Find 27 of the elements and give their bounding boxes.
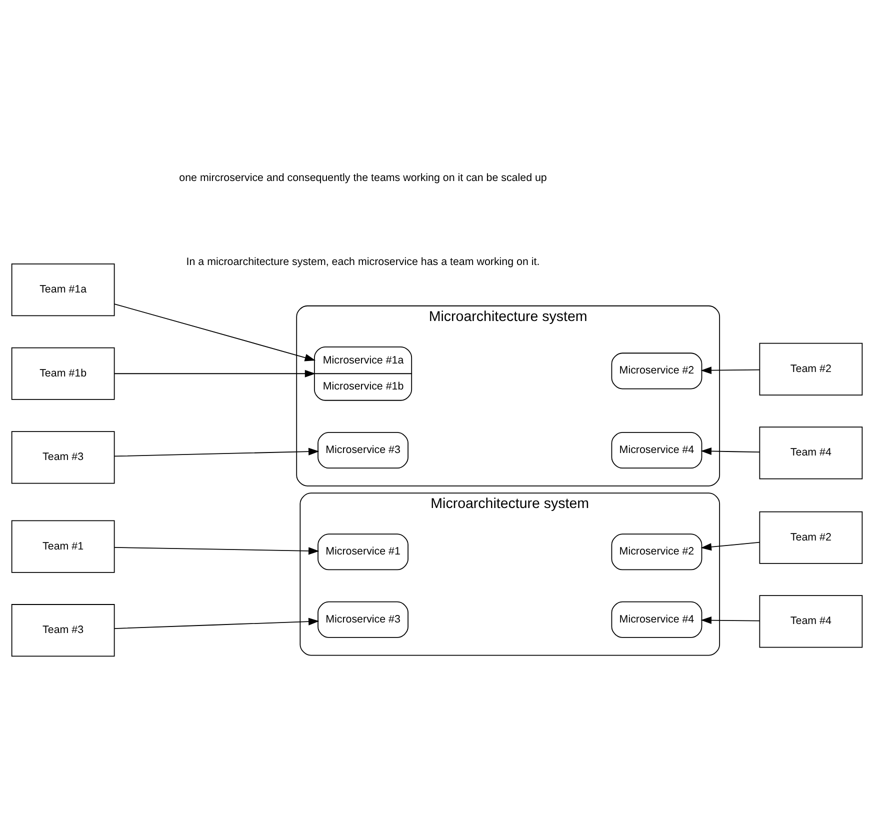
node-box: Team #2 xyxy=(759,342,863,395)
node-box: Microservice #3 xyxy=(318,600,408,638)
arrow xyxy=(114,617,320,628)
node-box: Microservice #3 xyxy=(318,432,408,468)
node-box: Team #2 xyxy=(759,510,863,564)
node-box: Team #3 xyxy=(11,430,115,484)
node-box: Microservice #4 xyxy=(611,600,702,638)
arrow xyxy=(114,303,316,361)
arrow xyxy=(114,546,320,554)
label: In a microarchitecture system, each microservice has a team working on it. xyxy=(186,255,540,268)
node-box: Team #4 xyxy=(759,594,863,648)
node-box: Microservice #2 xyxy=(611,352,702,389)
node-box: Team #1a xyxy=(11,263,115,316)
node-box: Microservice #2 xyxy=(611,533,702,570)
arrow xyxy=(700,616,760,624)
node-box: Team #1b xyxy=(11,346,115,400)
node-box: Team #1 xyxy=(11,520,115,572)
label: one mircroservice and consequently the teams working on it can be scaled up xyxy=(179,172,547,184)
arrow xyxy=(700,541,760,550)
node-box: Team #4 xyxy=(759,426,863,479)
arrow xyxy=(114,369,316,377)
arrow xyxy=(114,447,320,456)
arrow xyxy=(700,446,760,454)
node-box: Microservice #4 xyxy=(611,432,702,468)
node-box: Team #3 xyxy=(11,604,115,656)
arrow xyxy=(700,366,760,374)
node-box: Microservice #1 xyxy=(318,533,408,570)
